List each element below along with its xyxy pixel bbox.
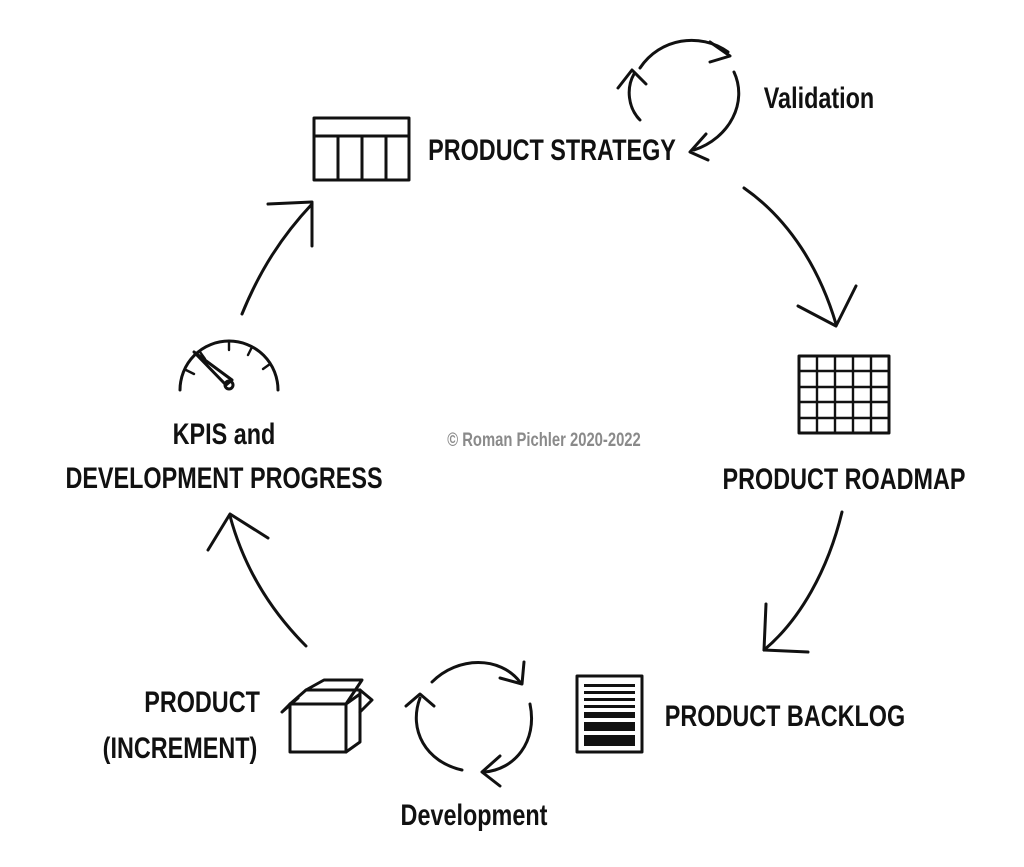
arrow-strategy-to-roadmap (742, 186, 858, 328)
product-increment-label-line2: (INCREMENT) (103, 731, 258, 764)
arrow-increment-to-kpis (206, 512, 308, 648)
strategy-canvas-icon (312, 116, 411, 182)
development-label: Development (401, 798, 548, 831)
validation-label: Validation (764, 81, 874, 114)
validation-cycle-icon (616, 38, 741, 162)
product-strategy-label: PRODUCT STRATEGY (428, 133, 676, 166)
product-roadmap-label: PRODUCT ROADMAP (723, 462, 966, 495)
kpis-label-line1: KPIS and (173, 417, 276, 450)
copyright-text: © Roman Pichler 2020-2022 (447, 429, 641, 450)
arrow-kpis-to-strategy (240, 200, 314, 316)
product-backlog-label: PRODUCT BACKLOG (665, 699, 905, 732)
arrow-roadmap-to-backlog (762, 510, 844, 654)
backlog-list-icon (575, 674, 644, 754)
product-increment-label-line1: PRODUCT (144, 685, 260, 718)
kpis-label-line2: DEVELOPMENT PROGRESS (65, 461, 382, 494)
roadmap-grid-icon (797, 354, 891, 435)
speedometer-icon (178, 339, 280, 392)
open-box-icon (280, 678, 374, 754)
development-cycle-icon (404, 660, 533, 788)
